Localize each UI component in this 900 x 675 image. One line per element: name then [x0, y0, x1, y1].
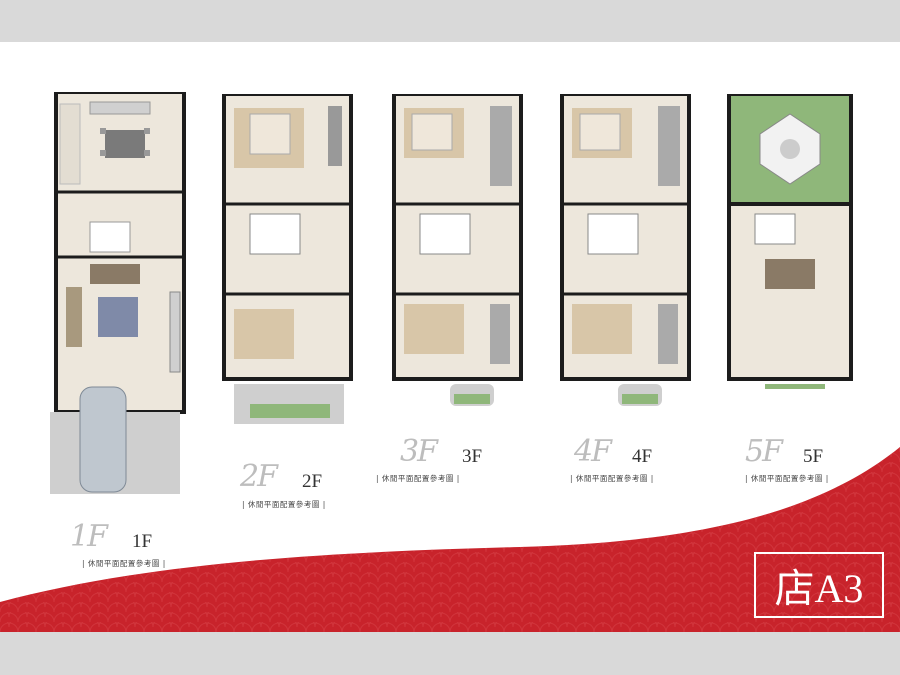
unit-badge: 店A3 — [754, 552, 884, 618]
floor-number-2f: 2F — [302, 471, 323, 492]
floor-plan-4f — [558, 94, 693, 414]
floor-caption-1f: | 休閒平面配置參考圖 | — [82, 559, 166, 568]
floor-plan-3f — [390, 94, 525, 414]
floor-plan-2f — [220, 94, 355, 429]
floor-script-2f: 2F — [240, 459, 278, 494]
floor-script-4f: 4F — [574, 434, 612, 469]
floor-number-1f: 1F — [132, 531, 153, 552]
floor-plan-5f — [725, 94, 855, 389]
red-wave-banner — [0, 447, 900, 632]
floor-caption-5f: | 休閒平面配置參考圖 | — [745, 474, 829, 483]
floor-number-4f: 4F — [632, 446, 653, 467]
floor-number-3f: 3F — [462, 446, 483, 467]
floor-script-3f: 3F — [400, 434, 438, 469]
floor-number-5f: 5F — [803, 446, 824, 467]
floor-plan-sheet: 1F 1F | 休閒平面配置參考圖 | 2F 2F | 休閒平面配置參考圖 | … — [0, 42, 900, 632]
floor-script-5f: 5F — [745, 434, 783, 469]
floor-script-1f: 1F — [70, 519, 108, 554]
floor-caption-2f: | 休閒平面配置參考圖 | — [242, 500, 326, 509]
floor-caption-3f: | 休閒平面配置參考圖 | — [376, 474, 460, 483]
floor-caption-4f: | 休閒平面配置參考圖 | — [570, 474, 654, 483]
floor-plan-1f — [50, 92, 190, 494]
